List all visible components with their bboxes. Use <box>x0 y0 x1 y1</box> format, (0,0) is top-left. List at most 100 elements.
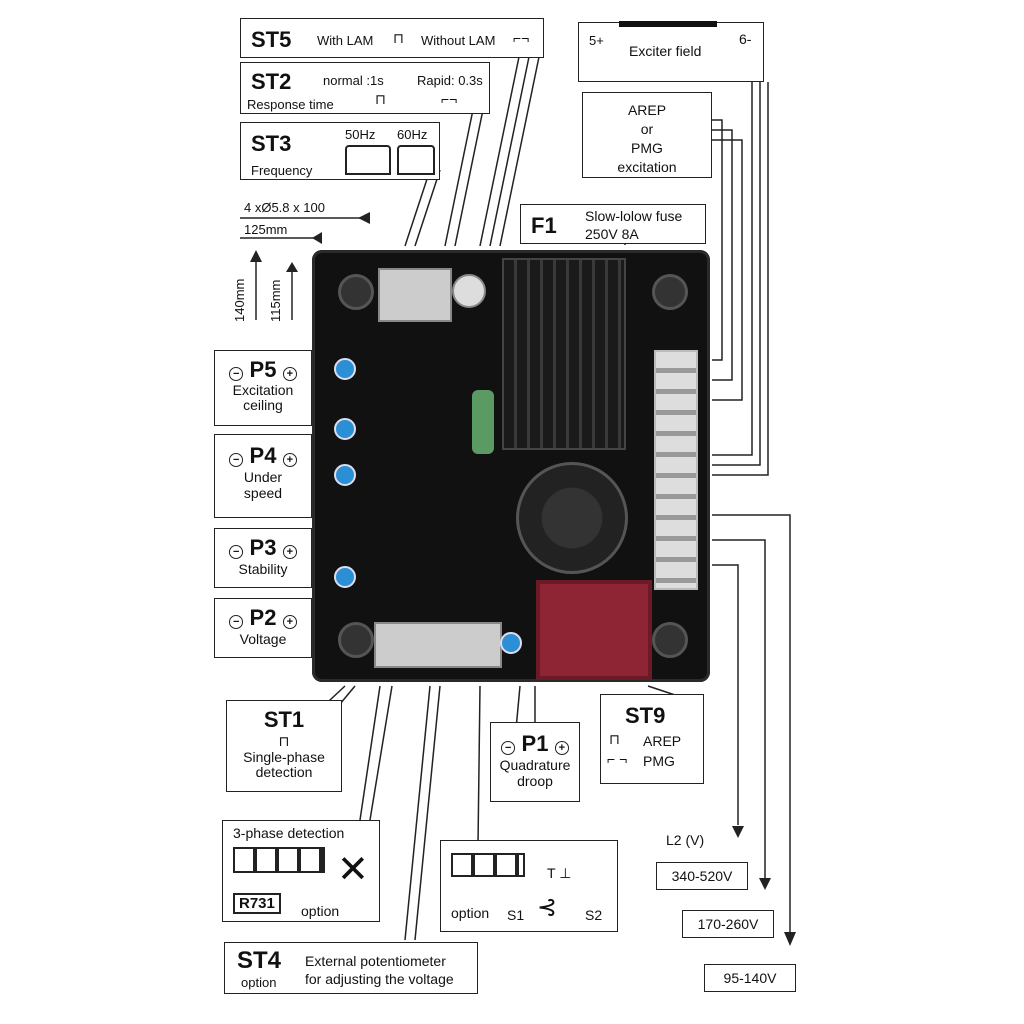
p4-line2: speed <box>243 485 283 501</box>
electrolytic-cap <box>452 274 486 308</box>
fuse-line1: Slow-lolow fuse <box>585 208 683 224</box>
p3-box: − P3 + Stability <box>214 528 312 588</box>
arep-line1: AREP <box>627 102 667 118</box>
p1-line1: Quadrature <box>499 757 571 773</box>
pot-s1: S1 <box>507 907 525 923</box>
r731-label: R731 <box>233 893 281 914</box>
st4-line1: External potentiometer <box>305 953 446 969</box>
p1-plus-icon: + <box>554 741 570 755</box>
st4-line2: for adjusting the voltage <box>305 971 454 987</box>
three-phase-jumper-icon <box>233 847 325 873</box>
pot-s2: S2 <box>585 907 603 923</box>
voltage-170-260-label: 170-260V <box>697 916 759 932</box>
st2-rapid-jumper-icon: ⌐¬ <box>441 91 458 107</box>
mount-hole-tr <box>652 274 688 310</box>
st2-normal: normal :1s <box>323 73 384 88</box>
st3-subtitle: Frequency <box>251 163 313 178</box>
st9-pmg: PMG <box>643 753 675 769</box>
mount-hole-tl <box>338 274 374 310</box>
p1-box: − P1 + Quadrature droop <box>490 722 580 802</box>
fuse-line2: 250V 8A <box>585 226 639 242</box>
fuse-box: F1 Slow-lolow fuse 250V 8A <box>520 204 706 244</box>
st9-arep: AREP <box>643 733 682 749</box>
st5-without-lam: Without LAM <box>421 33 496 48</box>
st5-label: ST5 <box>251 27 292 52</box>
pot-jumper-icon <box>451 853 525 877</box>
st3-60hz-jumper-icon <box>397 145 435 175</box>
st9-arep-jumper-icon: ⊓ <box>609 731 620 747</box>
dim-height-140: 140mm <box>232 278 247 322</box>
p3-label: P3 <box>249 535 277 560</box>
p2-minus-icon: − <box>228 615 244 629</box>
p3-minus-icon: − <box>228 545 244 559</box>
top-jumper-block <box>378 268 452 322</box>
st4-label: ST4 <box>237 947 282 974</box>
pot-option-box: T ⊥ option S1 ⊰ S2 <box>440 840 618 932</box>
exciter-minus: 6- <box>739 31 752 47</box>
st2-rapid: Rapid: 0.3s <box>417 73 483 88</box>
st3-box: ST3 50Hz 60Hz Frequency <box>240 122 440 180</box>
p5-minus-icon: − <box>228 367 244 381</box>
three-phase-option: option <box>301 903 340 919</box>
st3-50hz-jumper-icon <box>345 145 391 175</box>
dim-width-125: 125mm <box>244 222 288 237</box>
dim-height-115: 115mm <box>268 279 283 322</box>
heatsink <box>502 258 626 450</box>
exciter-plus: 5+ <box>589 33 604 48</box>
p3-potentiometer[interactable] <box>334 464 356 486</box>
mount-hole-bl <box>338 622 374 658</box>
p1-minus-icon: − <box>500 741 516 755</box>
exciter-bar <box>619 21 717 27</box>
p3-line1: Stability <box>238 561 288 577</box>
p4-box: − P4 + Under speed <box>214 434 312 518</box>
st9-pmg-jumper-icon: ⌐ ¬ <box>607 751 628 767</box>
p2-label: P2 <box>249 605 277 630</box>
p2-box: − P2 + Voltage <box>214 598 312 658</box>
st9-label: ST9 <box>625 703 666 728</box>
exciter-label: Exciter field <box>629 43 702 59</box>
st2-label: ST2 <box>251 69 292 94</box>
st3-60hz: 60Hz <box>397 127 428 142</box>
p2-plus-icon: + <box>282 615 298 629</box>
avr-circuit-board <box>312 250 710 682</box>
transformer <box>536 580 652 680</box>
p2-potentiometer[interactable] <box>334 566 356 588</box>
st2-box: ST2 normal :1s Rapid: 0.3s Response time… <box>240 62 490 114</box>
p5-potentiometer[interactable] <box>334 358 356 380</box>
p5-plus-icon: + <box>282 367 298 381</box>
voltage-95-140-label: 95-140V <box>723 970 777 986</box>
st4-box: ST4 option External potentiometer for ad… <box>224 942 478 994</box>
voltage-title: L2 (V) <box>666 832 705 848</box>
capacitor-large <box>516 462 628 574</box>
arep-line3: PMG <box>631 140 663 156</box>
p4-potentiometer[interactable] <box>334 418 356 440</box>
p5-line1: Excitation <box>232 382 294 398</box>
exciter-field-box: 5+ 6- Exciter field <box>578 21 764 82</box>
st2-normal-jumper-icon: ⊓ <box>375 91 386 107</box>
st1-box: ST1 ⊓ Single-phase detection <box>226 700 342 792</box>
mount-hole-br <box>652 622 688 658</box>
power-resistor <box>472 390 494 454</box>
p1-potentiometer[interactable] <box>500 632 522 654</box>
st1-line2: detection <box>255 764 313 780</box>
st4-option: option <box>241 975 277 990</box>
st2-subtitle: Response time <box>247 97 334 112</box>
p1-label: P1 <box>521 731 549 756</box>
p1-line2: droop <box>517 773 553 789</box>
st5-box: ST5 With LAM ⊓ Without LAM ⌐¬ <box>240 18 544 58</box>
p4-plus-icon: + <box>282 453 298 467</box>
voltage-340-520: 340-520V <box>656 862 748 890</box>
bottom-jumper-block <box>374 622 502 668</box>
st1-jumper-icon: ⊓ <box>278 733 290 749</box>
pot-option: option <box>451 905 490 921</box>
p3-plus-icon: + <box>282 545 298 559</box>
st5-with-lam: With LAM <box>317 33 374 48</box>
potentiometer-icon: ⊰ <box>537 894 558 921</box>
arep-line2: or <box>640 121 654 137</box>
pot-t: T ⊥ <box>547 865 572 881</box>
voltage-340-520-label: 340-520V <box>671 868 733 884</box>
st1-label: ST1 <box>263 707 305 732</box>
p4-minus-icon: − <box>228 453 244 467</box>
voltage-170-260: 170-260V <box>682 910 774 938</box>
st5-with-lam-jumper-icon: ⊓ <box>393 30 404 46</box>
